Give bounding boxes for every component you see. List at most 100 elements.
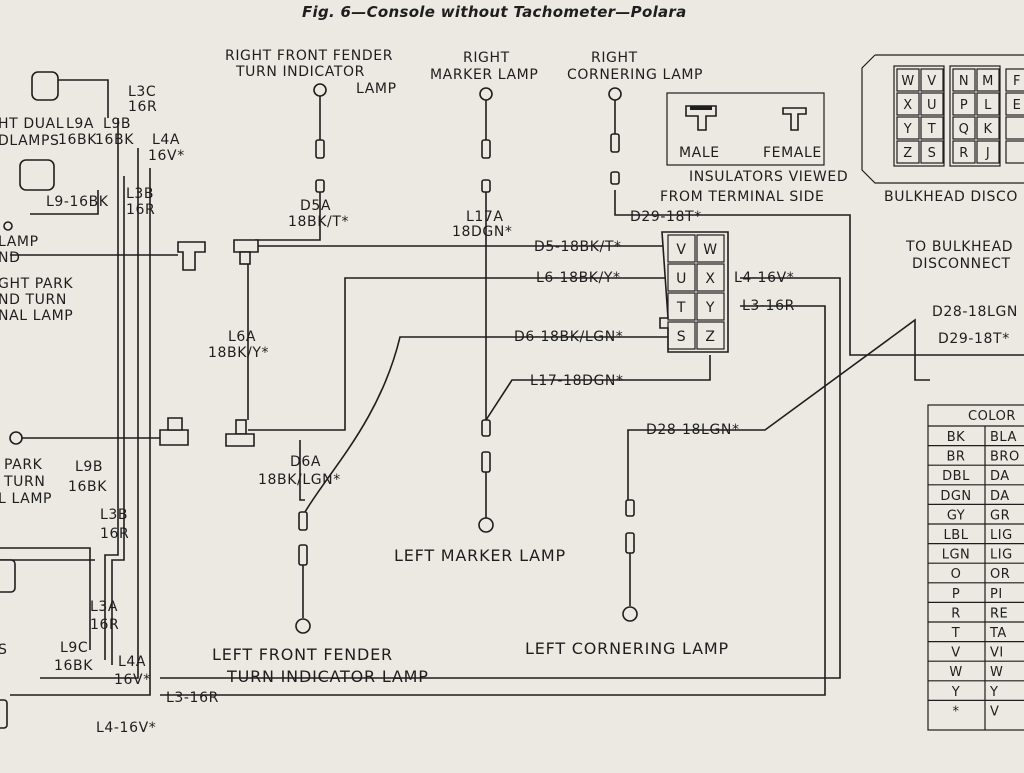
color-code: LGN: [942, 548, 971, 563]
bulkhead-cell: [976, 68, 1000, 92]
color-name: W: [990, 665, 1003, 680]
connector-cell: [696, 321, 725, 350]
color-code: GY: [947, 508, 965, 523]
bulkhead-cell-label: P: [960, 98, 968, 113]
bulkhead-cell-label: T: [927, 122, 936, 137]
wire-label-d28-right: D28-18LGN: [932, 304, 1018, 320]
bulkhead-cell-label: L: [984, 98, 992, 113]
bulkhead-cell: [1005, 68, 1024, 92]
wire-label-d5a-2: 18BK/T*: [288, 214, 349, 230]
left-label-s: S: [0, 642, 8, 658]
color-name: DA: [990, 489, 1010, 504]
color-name: LIG: [990, 528, 1013, 543]
wire-l3c: [42, 79, 109, 118]
color-code: DBL: [942, 469, 970, 484]
park-connector-bottom: [159, 417, 189, 446]
bulkhead-cell-label: M: [982, 74, 994, 89]
color-name: VI: [990, 646, 1004, 661]
connector-cell: [667, 263, 696, 292]
wire-l17: [485, 355, 711, 421]
bulkhead-cell: [920, 116, 944, 140]
wire-d5a: [255, 180, 321, 241]
wire-l9: [30, 190, 99, 215]
wire-label-l9a-2: 16BK: [58, 132, 97, 148]
r-marker-lamp: [479, 87, 493, 193]
bulkhead-cell-label: R: [959, 146, 969, 161]
wire-label-l6a-2: 18BK/Y*: [208, 345, 269, 361]
wire-label-l9a-1: L9A: [66, 116, 94, 132]
wire-l9c: [0, 547, 91, 650]
male-label: MALE: [679, 145, 720, 161]
color-code: Y: [951, 685, 960, 700]
wire-label-l4: L4-16V*: [734, 270, 794, 286]
color-code: W: [949, 665, 962, 680]
bulkhead-cell: [1005, 92, 1024, 116]
wire-label-l17a-1: L17A: [466, 209, 504, 225]
rf-fender-label-2: TURN INDICATOR: [235, 64, 365, 80]
wire-label-l9b-top-1: L9B: [103, 116, 131, 132]
bulkhead-cell: [920, 140, 944, 164]
connector-cell: [696, 292, 725, 321]
wire-l3: [160, 305, 826, 696]
bulkhead-disconnect-label: BULKHEAD DISCO: [884, 189, 1018, 205]
bulkhead-cell-label: Q: [959, 122, 970, 137]
l-cornering-label: LEFT CORNERING LAMP: [525, 639, 729, 658]
color-name: DA: [990, 469, 1010, 484]
r-marker-label-1: RIGHT: [463, 50, 510, 66]
wire-label-l4a-top-2: 16V*: [148, 148, 185, 164]
wire-label-l17a-2: 18DGN*: [452, 224, 513, 240]
wire-label-d5: D5-18BK/T*: [534, 239, 622, 255]
left-label-turn2: TURN: [3, 474, 45, 490]
wire-label-l3c-1: L3C: [128, 84, 156, 100]
connector-cell: [667, 321, 696, 350]
color-code: BK: [947, 430, 965, 445]
l-fender-label-2: TURN INDICATOR LAMP: [226, 667, 429, 686]
color-code: T: [951, 626, 960, 641]
wire-l4: [160, 277, 841, 679]
bulkhead-cell-label: N: [959, 74, 969, 89]
wire-d6: [304, 336, 670, 513]
insulator-caption-2: FROM TERMINAL SIDE: [660, 189, 824, 205]
wire-d6a: [299, 440, 305, 501]
wire-label-l9b-bot-1: L9B: [75, 459, 103, 475]
color-code: DGN: [940, 489, 971, 504]
connector-cell-label: W: [703, 242, 717, 258]
wire-l6: [248, 277, 670, 431]
bulkhead-cell-label: X: [903, 98, 912, 113]
bulkhead-cell: [952, 116, 976, 140]
color-code: LBL: [944, 528, 969, 543]
bulkhead-cell-label: W: [901, 74, 914, 89]
color-name: LIG: [990, 548, 1013, 563]
bulkhead-cell: [1005, 116, 1024, 140]
wire-label-l9-16bk: L9-16BK: [46, 194, 109, 210]
bulkhead-cell: [976, 140, 1000, 164]
bulkhead-cell-label: F: [1013, 74, 1021, 89]
connector-cell-label: V: [676, 242, 686, 258]
bulkhead-cell-label: E: [1013, 98, 1022, 113]
bulkhead-cell: [976, 116, 1000, 140]
r-cornering-label-1: RIGHT: [591, 50, 638, 66]
l-fender-lamp: [295, 511, 311, 634]
bulkhead-cell: [976, 92, 1000, 116]
wire-label-l3-bottom: L3-16R: [166, 690, 219, 706]
l-cornering-lamp: [622, 499, 638, 622]
color-name: TA: [989, 626, 1007, 641]
wire-label-d6a-2: 18BK/LGN*: [258, 472, 341, 488]
wire-label-l3: L3-16R: [742, 298, 795, 314]
wire-label-d6: D6-18BK/LGN*: [514, 329, 623, 345]
bulkhead-cell-label: K: [983, 122, 992, 137]
left-label-park: GHT PARK: [0, 276, 73, 292]
color-code: BR: [947, 450, 966, 465]
bulkhead-cell: [952, 92, 976, 116]
bulkhead-cell: [896, 92, 920, 116]
wire-label-l3a-2: 16R: [90, 617, 119, 633]
park-connector-top: [177, 241, 206, 271]
wire-l9b: [104, 118, 119, 660]
bulkhead-cell-label: Z: [903, 146, 912, 161]
wire-l3b: [111, 176, 125, 665]
r-cornering-lamp: [608, 87, 622, 185]
left-label-dual: HT DUAL: [0, 116, 64, 132]
